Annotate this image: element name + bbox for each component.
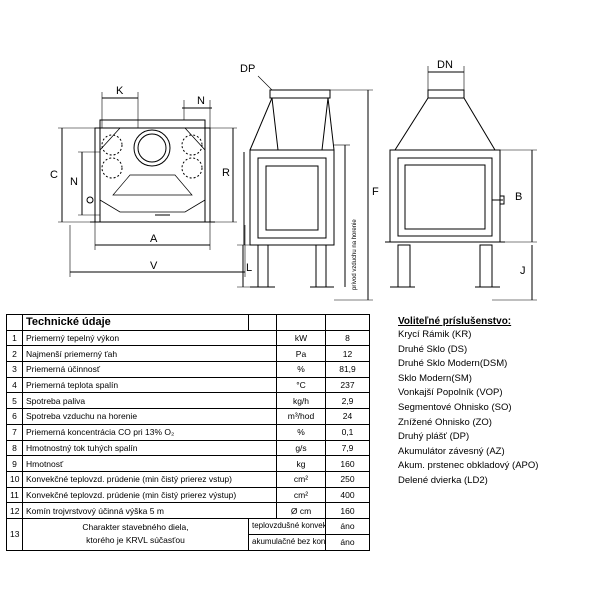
table-row: 8 Hmotnostný tok tuhých spalín g/s 7,9: [6, 439, 370, 457]
front-view-drawing: [385, 66, 537, 301]
table-row-13b: akumulačné bez konvekcie áno: [7, 533, 370, 551]
dim-label-j: J: [520, 265, 526, 277]
list-item: Akumulátor závesný (AZ): [398, 445, 505, 457]
table-row: 4 Priemerná teplota spalín °C 237: [6, 376, 370, 394]
air-inlet-note: prívod vzduchu na horenie: [352, 219, 358, 290]
table-row: 7 Priemerná koncentrácia CO pri 13% O₂ %…: [6, 423, 370, 441]
table-row: 12 Komín trojvrstvový účinná výška 5 m Ø…: [6, 502, 370, 519]
list-item: Vonkajší Popolník (VOP): [398, 387, 503, 399]
table-row: 3 Priemerná účinnosť % 81,9: [6, 361, 370, 378]
list-item: Krycí Rámik (KR): [398, 329, 472, 340]
table-row: 11 Konvekčné teplovzd. prúdenie (min čis…: [6, 486, 370, 504]
optional-accessories: Voliteľné príslušenstvo: Krycí Rámik (KR…: [398, 316, 598, 489]
table-row: 5 Spotreba paliva kg/h 2,9: [6, 392, 370, 410]
list-item: Akum. prstenec obkladový (APO): [398, 460, 539, 472]
dim-label-n-top: N: [197, 95, 205, 107]
dim-label-v: V: [150, 260, 158, 272]
dim-label-b: B: [515, 191, 522, 203]
top-view-drawing: [58, 92, 246, 277]
technical-drawings: K N C N R A V DP L prívod vzduchu na hor…: [50, 59, 537, 301]
table-row: 9 Hmotnosť kg 160: [6, 455, 370, 472]
dim-label-dn: DN: [437, 59, 453, 71]
dim-label-f: F: [372, 186, 379, 198]
table-row: 10 Konvekčné teplovzd. prúdenie (min čis…: [6, 470, 370, 488]
technical-data-table: Technické údaje 1 Priemerný tepelný výko…: [6, 314, 370, 551]
dim-label-l: L: [246, 262, 252, 274]
row13-option2: akumulačné bez konvekcie: [248, 533, 326, 551]
table-row: 1 Priemerný tepelný výkon kW 8: [6, 329, 370, 347]
dim-label-a: A: [150, 233, 158, 245]
table-row: 2 Najmenší priemerný ťah Pa 12: [6, 345, 370, 363]
list-item: Znížené Ohnisko (ZO): [398, 416, 492, 428]
list-item: Druhé Sklo Modern(DSM): [398, 358, 508, 370]
dim-label-c: C: [50, 169, 58, 181]
table-row-13: 13 Charakter stavebného diela, ktorého j…: [6, 517, 370, 551]
dim-label-dp: DP: [240, 63, 255, 75]
list-item: Druhý plášť (DP): [398, 431, 470, 443]
dim-label-n-left: N: [70, 176, 78, 188]
list-item: Sklo Modern(SM): [398, 372, 472, 384]
table-title: Technické údaje: [22, 314, 249, 331]
list-item: Segmentové Ohnisko (SO): [398, 401, 512, 413]
table-row: 6 Spotreba vzduchu na horenie m³/hod 24: [6, 408, 370, 425]
row13-label-line1: Charakter stavebného diela,: [82, 522, 189, 533]
list-item: Delené dvierka (LD2): [398, 474, 488, 486]
side-view-drawing: [237, 75, 373, 301]
row13-option1: teplovzdušné konvekčné: [248, 517, 326, 535]
row13-label-line2: ktorého je KRVL súčasťou: [86, 535, 185, 546]
accessories-title: Voliteľné príslušenstvo:: [398, 316, 512, 327]
list-item: Druhé Sklo (DS): [398, 343, 468, 355]
dim-label-k: K: [116, 85, 124, 97]
table-title-row: Technické údaje: [6, 314, 370, 331]
dim-label-r: R: [222, 167, 230, 179]
